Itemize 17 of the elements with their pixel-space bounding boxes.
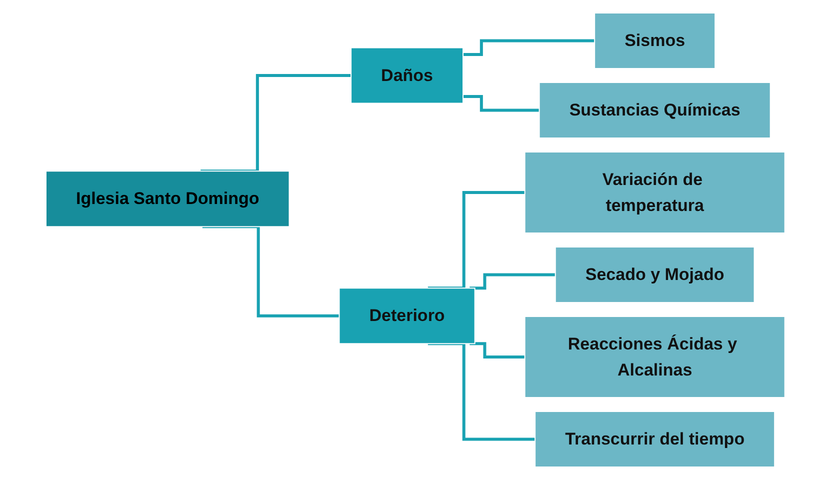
node-box: Transcurrir del tiempo [534, 410, 775, 467]
node-box: Sustancias Químicas [538, 82, 770, 138]
connector [428, 190, 524, 290]
connector [428, 342, 535, 440]
node-box: Daños [350, 46, 464, 104]
node-box: Secado y Mojado [554, 246, 754, 302]
node-box: Sismos [594, 12, 716, 68]
node-box: Iglesia Santo Domingo [45, 170, 290, 227]
connector [469, 342, 524, 358]
connector [469, 272, 555, 290]
connector [462, 94, 539, 112]
node-box: Variación de temperatura [524, 151, 785, 233]
connector [462, 38, 594, 56]
node-box: Deterioro [338, 287, 475, 344]
node-box: Reacciones Ácidas y Alcalinas [524, 316, 785, 398]
connector [200, 74, 351, 172]
connector [202, 224, 339, 317]
